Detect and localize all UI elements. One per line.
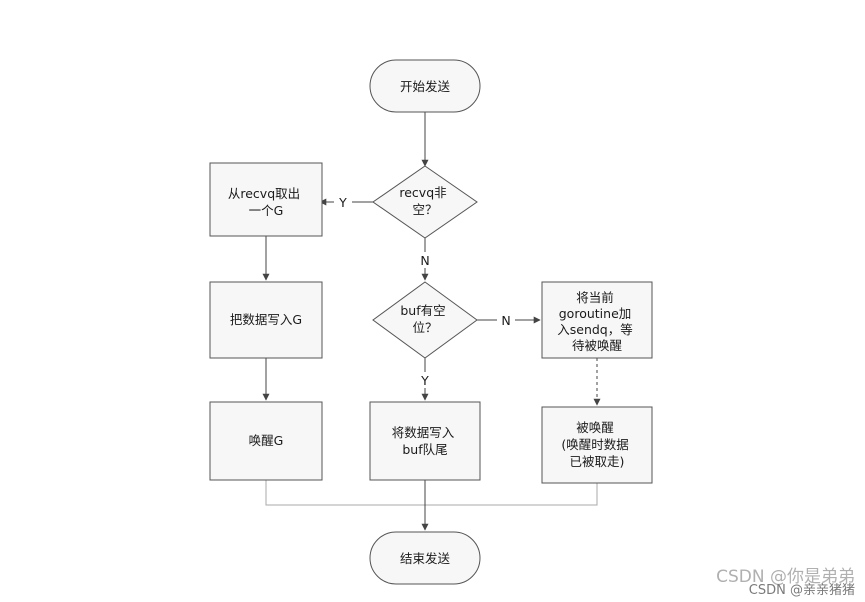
node-enqueue-sendq-line: 入sendq，等 — [557, 322, 633, 337]
node-write-g: 把数据写入G — [209, 281, 323, 359]
svg-text:从recvq取出 一个G: 从recvq取出 一个G — [228, 186, 304, 218]
svg-text:开始发送: 开始发送 — [400, 79, 451, 94]
node-take-g: 从recvq取出 一个G — [209, 162, 323, 237]
node-woken: 被唤醒 (唤醒时数据 已被取走) — [541, 406, 653, 484]
node-buf-check: buf有空 位？ — [372, 281, 478, 359]
label-buf-yes: Y — [420, 373, 429, 388]
node-woken-line: 被唤醒 — [576, 420, 614, 435]
node-write-buf-line: 将数据写入 — [392, 425, 455, 440]
label-buf-no: N — [501, 313, 510, 328]
svg-text:把数据写入G: 把数据写入G — [230, 312, 302, 327]
node-write-buf: 将数据写入 buf队尾 — [369, 401, 481, 481]
node-wake-g-line: 唤醒G — [249, 433, 284, 448]
node-enqueue-sendq-line: 待被唤醒 — [572, 338, 623, 353]
label-recvq-yes: Y — [338, 195, 347, 210]
node-enqueue-sendq: 将当前 goroutine加 入sendq，等 待被唤醒 — [541, 281, 653, 359]
svg-text:将数据写入 buf队尾: 将数据写入 buf队尾 — [392, 425, 459, 457]
node-buf-check-line: 位？ — [412, 320, 437, 335]
node-end: 结束发送 — [369, 531, 481, 585]
edge-merge-right — [425, 483, 598, 506]
node-take-g-line: 一个G — [249, 203, 284, 218]
node-start-line: 开始发送 — [400, 79, 451, 94]
node-enqueue-sendq-line: 将当前 — [576, 290, 614, 305]
svg-text:唤醒G: 唤醒G — [249, 433, 284, 448]
node-buf-check-line: buf有空 — [400, 303, 445, 318]
node-end-line: 结束发送 — [400, 551, 451, 566]
node-enqueue-sendq-line: goroutine加 — [559, 306, 632, 321]
node-write-buf-line: buf队尾 — [402, 442, 447, 457]
node-start: 开始发送 — [369, 59, 481, 113]
node-woken-line: 已被取走) — [570, 454, 625, 469]
svg-text:buf有空 位？: buf有空 位？ — [400, 303, 449, 335]
svg-text:将当前 goroutine加 入se: 将当前 goroutine加 入sendq，等 待被唤醒 — [557, 290, 636, 353]
svg-text:结束发送: 结束发送 — [400, 551, 451, 566]
label-recvq-no: N — [420, 253, 429, 268]
node-woken-line: (唤醒时数据 — [561, 437, 628, 452]
node-take-g-line: 从recvq取出 — [228, 186, 300, 201]
watermark-main: CSDN @你是弟弟 — [716, 567, 855, 587]
svg-text:被唤醒 (唤醒时数据 已被取走): 被唤醒 (唤醒时数据 已被取走) — [561, 420, 632, 469]
node-write-g-line: 把数据写入G — [230, 312, 302, 327]
node-wake-g: 唤醒G — [209, 401, 323, 481]
svg-text:recvq非 空？: recvq非 空？ — [399, 185, 450, 217]
watermark-overlay: CSDN @亲亲猪猪 — [749, 583, 855, 598]
node-recvq-check-line: 空？ — [412, 202, 437, 217]
node-recvq-check-line: recvq非 — [399, 185, 446, 200]
edge-merge-left — [265, 480, 425, 506]
node-recvq-check: recvq非 空？ — [372, 165, 478, 239]
